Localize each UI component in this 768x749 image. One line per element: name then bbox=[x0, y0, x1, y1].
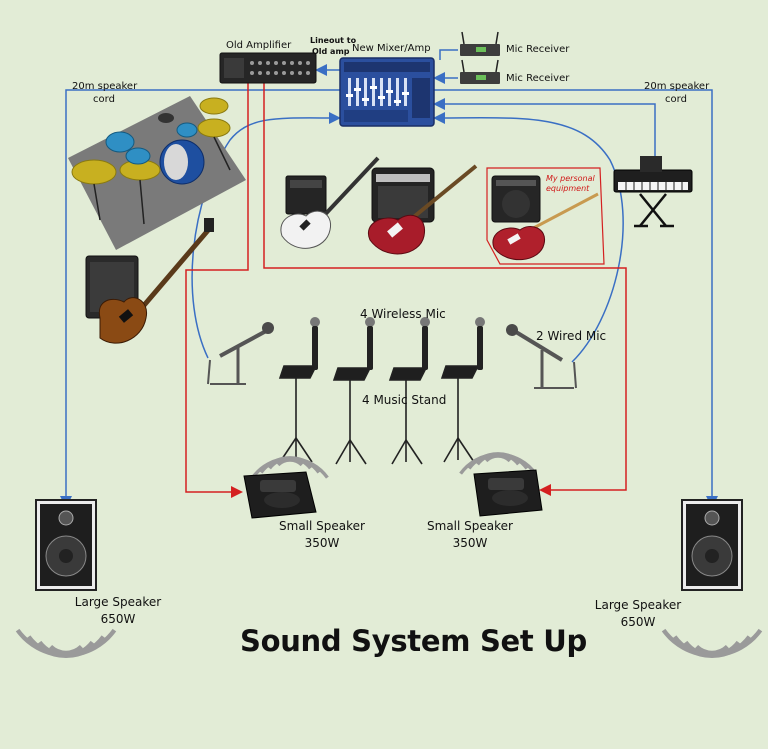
large-speaker-left-name: Large Speaker bbox=[74, 595, 162, 609]
lineout-label-line1: Lineout to bbox=[310, 36, 357, 45]
small-speaker-right-name: Small Speaker bbox=[427, 519, 513, 533]
old-amplifier-label: Old Amplifier bbox=[226, 40, 292, 51]
wired-mic-label: 2 Wired Mic bbox=[536, 329, 607, 343]
microphone-icon bbox=[475, 317, 485, 370]
new-mixer-label: New Mixer/Amp bbox=[352, 43, 431, 54]
cord-label-left-line1: 20m speaker bbox=[72, 81, 138, 92]
old-amplifier-icon bbox=[219, 52, 317, 84]
red-cable-left-small bbox=[185, 82, 249, 498]
mic-receiver-label-2: Mic Receiver bbox=[506, 73, 570, 84]
red-cable-right-small bbox=[263, 82, 627, 496]
music-stand-icon bbox=[440, 365, 480, 463]
large-speaker-left-watts: 650W bbox=[100, 612, 136, 626]
personal-amp-icon bbox=[491, 175, 599, 261]
electric-guitar-icon-red bbox=[367, 164, 478, 255]
cord-label-left-line2: cord bbox=[93, 94, 115, 105]
mic-receiver-label-1: Mic Receiver bbox=[506, 44, 570, 55]
diagram-title: Sound System Set Up bbox=[240, 624, 587, 658]
music-stand-icon bbox=[388, 367, 428, 465]
cord-label-right-line2: cord bbox=[665, 94, 687, 105]
sound-wave-icon-large-right bbox=[664, 630, 761, 656]
electric-guitar-icon bbox=[280, 156, 380, 249]
large-speaker-right-name: Large Speaker bbox=[594, 598, 682, 612]
microphone-icon-wired-right bbox=[506, 324, 577, 389]
large-speaker-right-watts: 650W bbox=[620, 615, 656, 629]
personal-equipment-frame bbox=[486, 167, 605, 265]
small-speaker-left-name: Small Speaker bbox=[279, 519, 365, 533]
monitor-speaker-icon-right bbox=[473, 469, 543, 517]
small-speaker-left-watts: 350W bbox=[304, 536, 340, 550]
blue-cable-receiver-1 bbox=[439, 49, 458, 60]
music-stand-icon bbox=[332, 367, 372, 465]
blue-cable-wired-mic-right bbox=[433, 111, 624, 363]
music-stands bbox=[278, 365, 480, 465]
microphone-icon-wired-left bbox=[207, 322, 274, 385]
music-stand-icon bbox=[278, 365, 318, 463]
mixer-icon bbox=[339, 57, 435, 127]
blue-cable-keyboard bbox=[433, 98, 656, 160]
keyboard-icon bbox=[613, 156, 693, 228]
personal-equipment-label-line2: equipment bbox=[546, 184, 590, 193]
monitor-speaker-icon-left bbox=[243, 471, 317, 519]
small-speaker-right-watts: 350W bbox=[452, 536, 488, 550]
mic-receiver-icon bbox=[460, 31, 500, 84]
cord-label-right-line1: 20m speaker bbox=[644, 81, 710, 92]
microphone-icon bbox=[420, 317, 430, 370]
microphone-icon bbox=[310, 317, 320, 370]
wireless-mic-label: 4 Wireless Mic bbox=[360, 307, 446, 321]
drum-kit-icon bbox=[68, 96, 246, 250]
bass-guitar-icon bbox=[85, 218, 214, 344]
guitar-amp-icon bbox=[371, 167, 435, 223]
wireless-mics bbox=[310, 317, 485, 370]
music-stand-label: 4 Music Stand bbox=[362, 393, 447, 407]
sound-wave-icon-large-left bbox=[18, 630, 115, 656]
microphone-icon bbox=[365, 317, 375, 370]
large-speaker-icon-right bbox=[681, 499, 743, 591]
large-speaker-icon-left bbox=[35, 499, 97, 591]
personal-equipment-label-line1: My personal bbox=[546, 174, 595, 183]
blue-cable-right-speaker bbox=[432, 89, 718, 508]
lineout-label-line2: Old amp bbox=[312, 47, 350, 56]
